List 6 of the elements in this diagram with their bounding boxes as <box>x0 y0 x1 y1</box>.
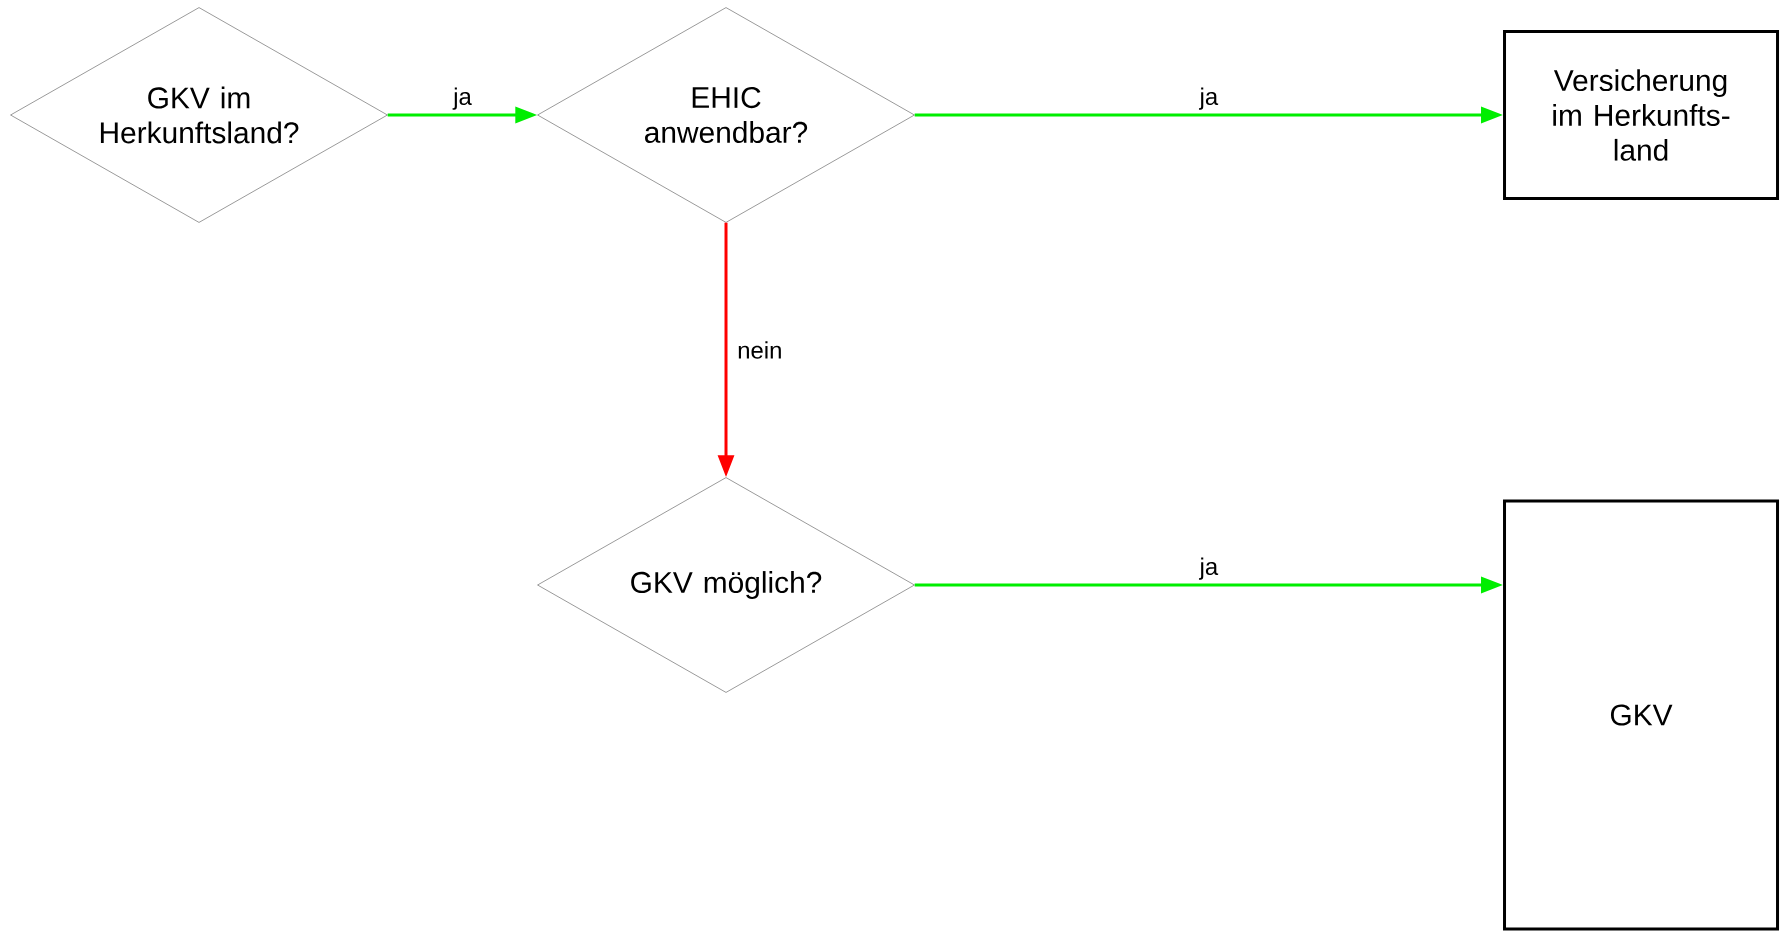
edge-label: ja <box>1198 556 1220 581</box>
edge-label: ja <box>1198 86 1220 111</box>
process-box: Versicherung im Herkunfts-land <box>1503 30 1779 200</box>
edge-label: nein <box>736 340 784 360</box>
edge-label: ja <box>452 86 473 111</box>
process-box: GKV <box>1503 499 1779 931</box>
